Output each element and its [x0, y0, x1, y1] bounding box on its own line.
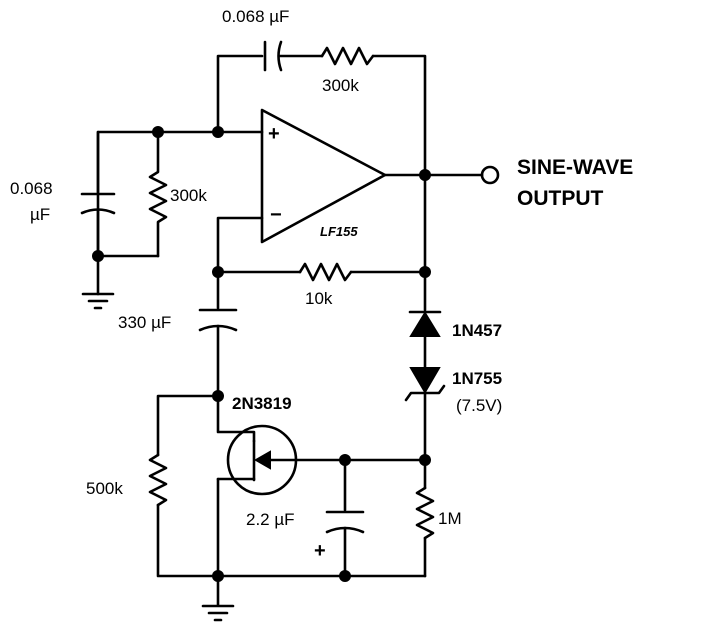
capacitor-2u2f-polarity: + [314, 540, 326, 562]
feedback-resistor-label: 300k [322, 76, 359, 95]
op-amp-minus-sign: − [270, 204, 282, 226]
diode-1n457 [408, 310, 442, 337]
feedback-resistor [320, 46, 375, 66]
right-rail: 1N457 1N755 (7.5V) [404, 173, 502, 490]
resistor-10k [298, 262, 353, 282]
input-resistor-label: 300k [170, 186, 207, 205]
capacitor-2u2f-label: 2.2 µF [246, 510, 295, 529]
resistor-500k [148, 453, 168, 507]
input-resistor [148, 130, 168, 258]
input-capacitor-label-unit: µF [30, 205, 50, 224]
output-label-line2: OUTPUT [517, 187, 604, 210]
input-capacitor-label-value: 0.068 [10, 179, 53, 198]
jfet-2n3819: 2N3819 [216, 394, 347, 496]
resistor-10k-label: 10k [305, 289, 333, 308]
junction-dots [92, 126, 431, 582]
feedback-capacitor-label: 0.068 µF [222, 7, 289, 26]
zener-voltage-label: (7.5V) [456, 396, 502, 415]
capacitor-2u2f: 2.2 µF + [246, 458, 427, 578]
output-terminal: SINE-WAVE OUTPUT [383, 156, 633, 210]
output-terminal-circle[interactable] [480, 165, 500, 185]
resistor-500k-label: 500k [86, 479, 123, 498]
output-label-line1: SINE-WAVE [517, 156, 633, 179]
capacitor-330uf-label: 330 µF [118, 313, 171, 332]
input-capacitor [80, 130, 116, 258]
resistor-1m: 1M [415, 486, 462, 578]
op-amp: + − LF155 [260, 108, 387, 244]
ground-symbol-top [81, 292, 115, 310]
diode-1n457-label: 1N457 [452, 321, 502, 340]
op-amp-label: LF155 [320, 224, 358, 239]
r10k-branch: 10k [216, 262, 427, 308]
capacitor-330uf: 330 µF [118, 270, 238, 398]
feedback-branch: 0.068 µF 300k [216, 7, 427, 177]
resistor-1m-label: 1M [438, 509, 462, 528]
op-amp-plus-sign: + [268, 123, 280, 145]
resistor-500k-branch: 500k [86, 394, 427, 607]
feedback-capacitor [263, 40, 283, 72]
zener-label: 1N755 [452, 369, 502, 388]
ground-symbol-bottom [201, 604, 235, 622]
input-rc-network: 0.068 µF 300k [10, 130, 264, 310]
jfet-label: 2N3819 [232, 394, 292, 413]
